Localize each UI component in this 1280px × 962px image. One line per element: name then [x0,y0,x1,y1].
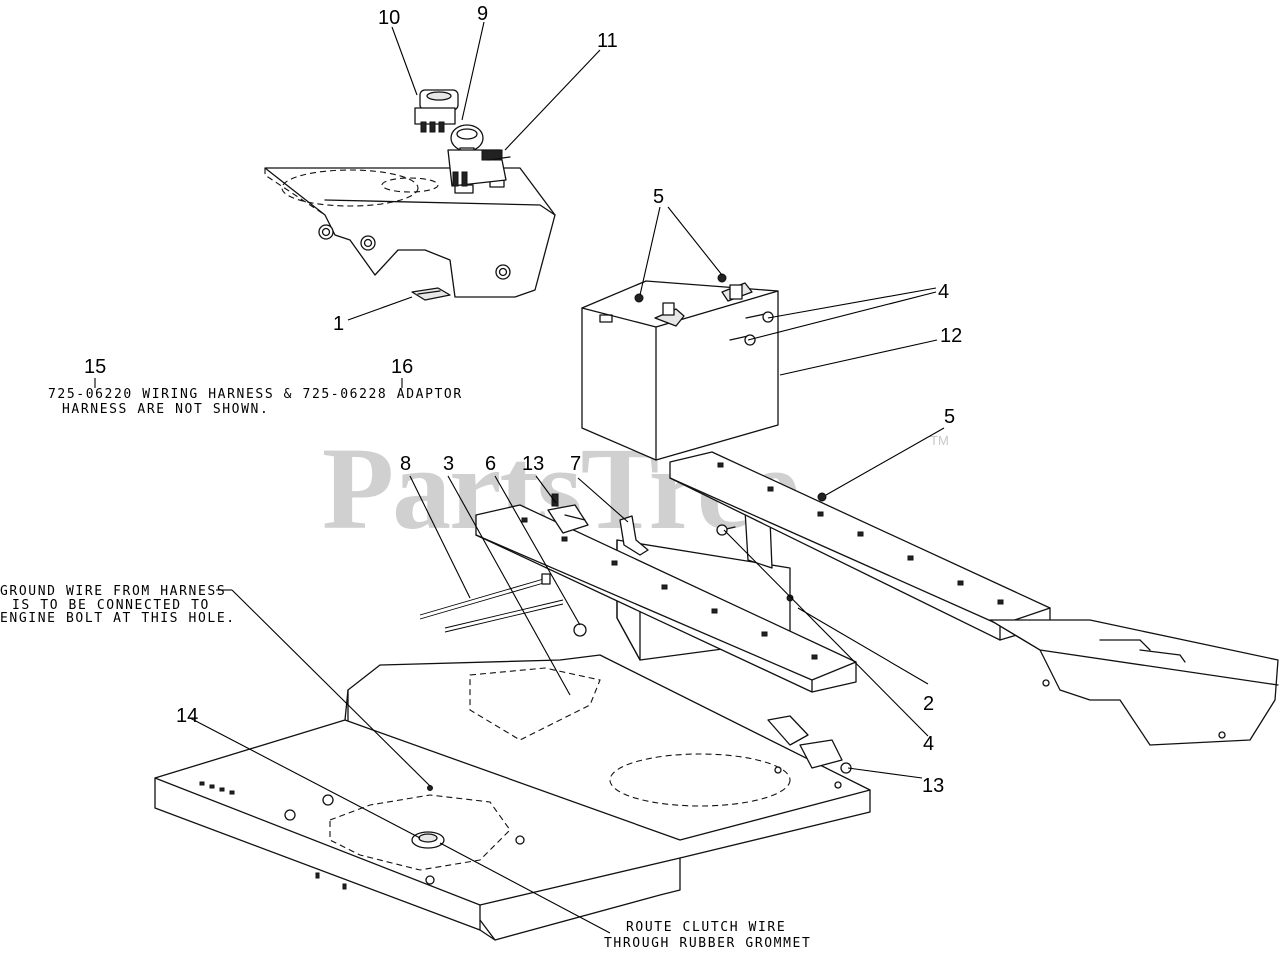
callout-1: 1 [333,313,344,335]
frame-left-rail [475,504,857,693]
callout-9: 9 [477,3,488,25]
note-clutch-line2: THROUGH RUBBER GROMMET [604,936,811,951]
note-ground-line3: ENGINE BOLT AT THIS HOLE. [0,611,236,626]
part-5-nut-lower [817,492,827,502]
part-7-clip [619,515,649,556]
frame-deck [154,654,871,941]
part-11-pto-switch [447,149,511,187]
callout-4-upper: 4 [938,281,949,303]
callout-4-lower: 4 [923,733,934,755]
note-clutch-line1: ROUTE CLUTCH WIRE [626,920,786,935]
callout-7: 7 [570,453,581,475]
callout-15: 15 [84,356,106,378]
leader-lines [189,21,945,934]
part-10-ignition-switch [414,89,459,133]
part-12-battery [581,273,779,461]
callout-5-lower: 5 [944,406,955,428]
part-4-bolt-lower [716,524,736,536]
part-3-cable-tie [444,599,564,633]
note-clutch-wire: ROUTE CLUTCH WIRE THROUGH RUBBER GROMMET [604,920,811,951]
part-13-switch-lower [767,715,852,774]
callout-13-upper: 13 [522,453,544,475]
part-13-solenoid-upper [547,493,589,534]
callout-5-upper: 5 [653,186,664,208]
callout-2: 2 [923,693,934,715]
note-harness-line1: 725-06220 WIRING HARNESS & 725-06228 ADA… [48,387,463,402]
note-ground-line1: GROUND WIRE FROM HARNESS [0,584,226,599]
note-harness-line2: HARNESS ARE NOT SHOWN. [62,402,269,417]
note-ground-line2: IS TO BE CONNECTED TO [12,598,210,613]
callout-6: 6 [485,453,496,475]
callout-8: 8 [400,453,411,475]
callout-12: 12 [940,325,962,347]
watermark-trademark: TM [930,433,949,448]
dash-panel [264,167,556,298]
note-harness: 725-06220 WIRING HARNESS & 725-06228 ADA… [48,387,463,417]
note-ground-wire: GROUND WIRE FROM HARNESS IS TO BE CONNEC… [0,584,236,626]
callout-13-lower: 13 [922,775,944,797]
front-bracket [989,619,1279,746]
callout-11: 11 [597,30,618,52]
callout-14: 14 [176,705,198,727]
callout-ticks [94,378,403,388]
callout-10: 10 [378,7,400,29]
part-1-plug [411,287,451,301]
callout-16: 16 [391,356,413,378]
part-14-grommet [411,831,445,849]
callout-labels: 1 2 3 4 4 5 5 6 7 8 9 10 11 12 13 13 14 … [84,3,962,797]
part-8-cable-tie [419,573,551,620]
callout-3: 3 [443,453,454,475]
